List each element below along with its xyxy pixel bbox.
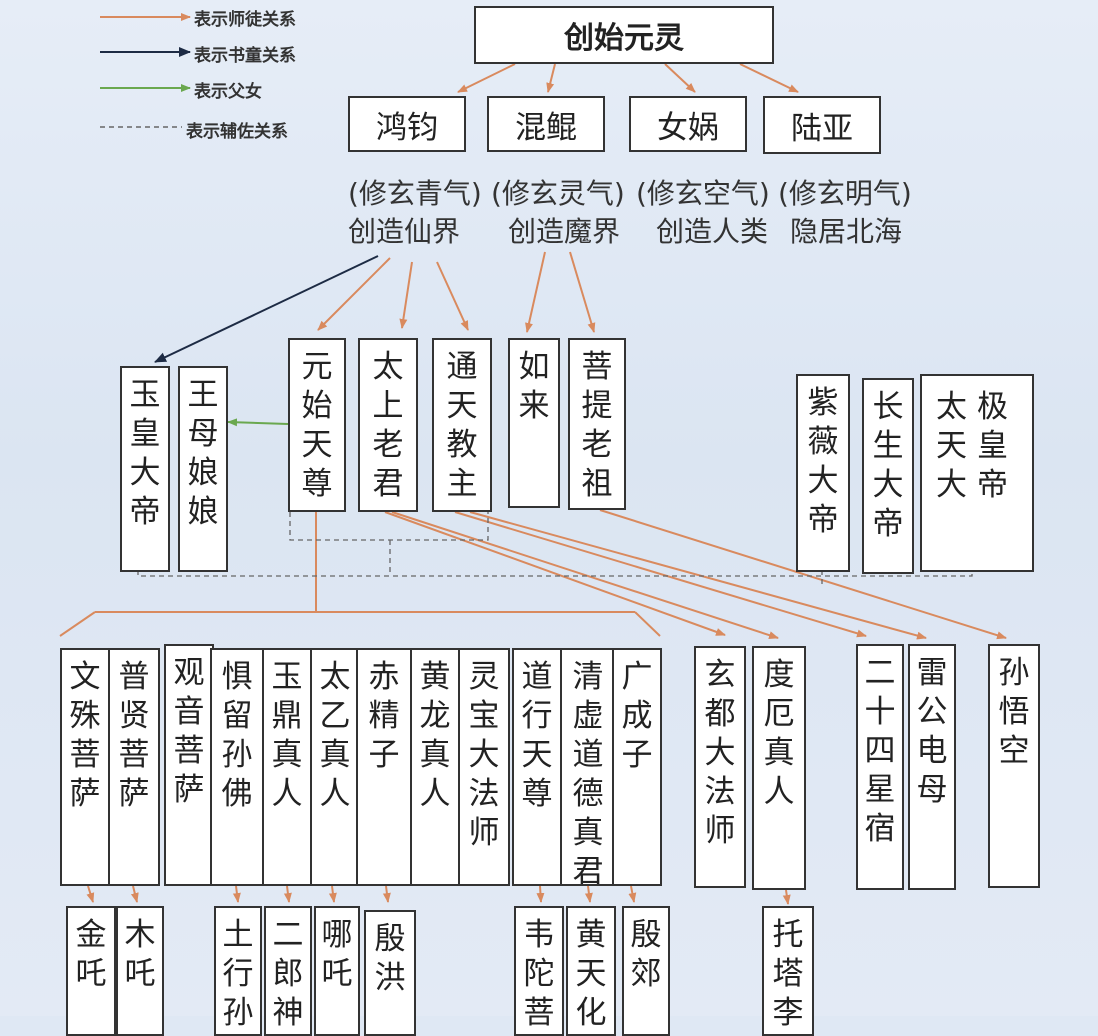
node-juliusun: 惧留孙佛 <box>210 648 264 886</box>
node-puxian: 普贤菩萨 <box>108 648 160 886</box>
node-ershisi: 二十四星宿 <box>856 644 904 890</box>
node-lingbao: 灵宝大法师 <box>458 648 510 886</box>
node-tuota: 托塔李 <box>762 906 814 1036</box>
hunkun-desc-qi: (修玄灵气) <box>491 177 625 210</box>
node-yinhong: 殷洪 <box>364 910 416 1036</box>
node-wenshu: 文殊菩萨 <box>60 648 110 886</box>
node-erlang: 二郎神 <box>264 906 312 1036</box>
node-puti: 菩提老祖 <box>568 338 626 510</box>
legend-assist-label: 表示辅佐关系 <box>186 122 288 142</box>
node-leigong: 雷公电母 <box>908 644 956 890</box>
node-chijingzi: 赤精子 <box>356 648 412 886</box>
node-nezha: 哪吒 <box>314 906 360 1036</box>
node-taishang: 太上老君 <box>358 338 418 512</box>
node-due: 度厄真人 <box>752 646 806 890</box>
legend-mount-label: 表示书童关系 <box>194 46 296 66</box>
node-hongjun: 鸿钧 <box>348 96 466 152</box>
node-yuding: 玉鼎真人 <box>262 648 312 886</box>
node-tongtian: 通天教主 <box>432 338 492 512</box>
node-changsheng: 长生大帝 <box>862 378 914 574</box>
node-guanyin: 观音菩萨 <box>164 644 214 886</box>
node-sunwukong: 孙悟空 <box>988 644 1040 888</box>
legend-master-label: 表示师徒关系 <box>194 10 296 30</box>
node-ziwei: 紫薇大帝 <box>796 374 850 572</box>
node-rulai: 如来 <box>508 338 560 508</box>
node-luya: 陆亚 <box>763 96 881 154</box>
node-huangtianhua: 黄天化 <box>566 906 616 1036</box>
node-nuwa: 女娲 <box>629 96 747 152</box>
node-wangmu: 王母娘娘 <box>178 366 228 572</box>
nuwa-desc-act: 创造人类 <box>656 215 769 248</box>
node-yuhuang: 玉皇大帝 <box>120 366 170 572</box>
node-yuanshi: 元始天尊 <box>288 338 346 512</box>
node-jinzha: 金吒 <box>66 906 116 1036</box>
node-huanglong: 黄龙真人 <box>410 648 460 886</box>
luya-desc-qi: (修玄明气) <box>778 177 912 210</box>
nuwa-desc-qi: (修玄空气) <box>636 177 770 210</box>
hongjun-desc-act: 创造仙界 <box>348 215 461 248</box>
node-weituo: 韦陀菩 <box>514 906 564 1036</box>
node-yinjiao: 殷郊 <box>622 906 670 1036</box>
node-tuxingsun: 土行孙 <box>214 906 262 1036</box>
hongjun-desc-qi: (修玄青气) <box>348 177 482 210</box>
node-guangchengzi: 广成子 <box>612 648 662 886</box>
luya-desc-act: 隐居北海 <box>790 215 903 248</box>
node-muzha: 木吒 <box>116 906 164 1036</box>
node-xuandu: 玄都大法师 <box>694 646 746 888</box>
legend-father-label: 表示父女 <box>194 82 262 102</box>
root-node: 创始元灵 <box>474 6 774 64</box>
hunkun-desc-act: 创造魔界 <box>508 215 621 248</box>
node-taiyi: 太乙真人 <box>310 648 360 886</box>
node-qingxu: 清虚道德真君 <box>560 648 616 886</box>
node-daoxing: 道行天尊 <box>512 648 562 886</box>
node-hunkun: 混鲲 <box>487 96 605 152</box>
node-taiji: 太极天皇大帝 <box>920 374 1034 572</box>
